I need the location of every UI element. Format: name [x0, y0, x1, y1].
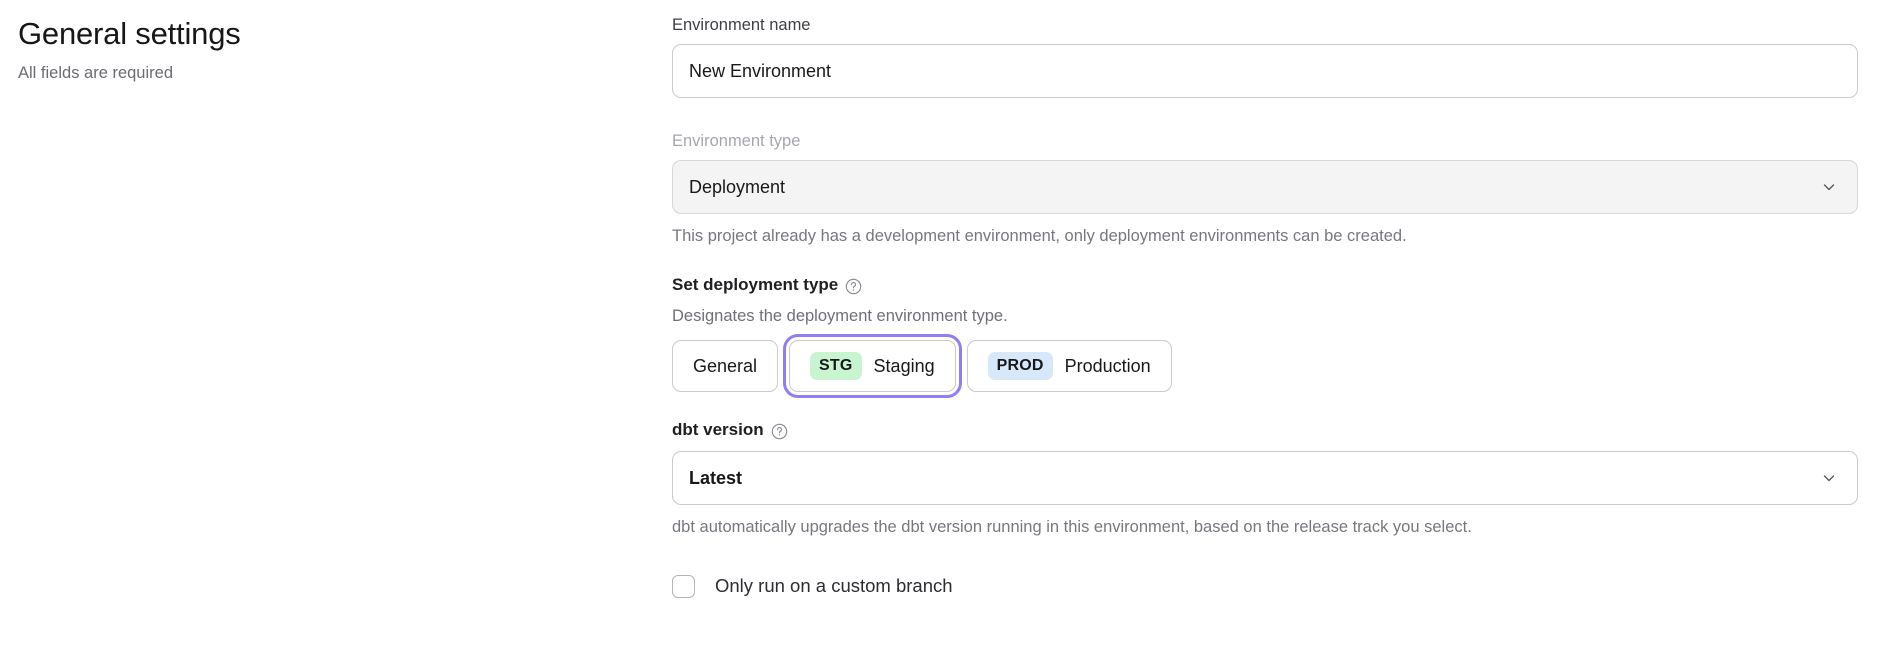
production-badge: PROD [987, 352, 1053, 380]
custom-branch-label[interactable]: Only run on a custom branch [715, 575, 953, 596]
deployment-type-label-row: Set deployment type [672, 274, 1858, 296]
environment-type-label: Environment type [672, 132, 801, 150]
environment-type-hint: This project already has a development e… [672, 227, 1407, 245]
chevron-down-icon [1821, 179, 1837, 195]
deployment-type-option-general-label: General [693, 356, 758, 376]
dbt-version-label-row: dbt version [672, 419, 1858, 441]
environment-type-select[interactable]: Deployment [672, 160, 1858, 214]
help-circle-icon[interactable] [845, 278, 862, 295]
deployment-type-option-production[interactable]: PROD Production [966, 340, 1172, 392]
spacer [672, 441, 1858, 451]
spacer [672, 392, 1858, 419]
environment-type-value: Deployment [689, 177, 786, 197]
spacer [672, 247, 1858, 274]
staging-badge: STG [810, 352, 862, 380]
deployment-type-option-general[interactable]: General [672, 340, 779, 392]
environment-name-label: Environment name [672, 16, 811, 34]
deployment-type-label: Set deployment type [672, 275, 839, 294]
deployment-type-option-group: General STG Staging PROD Production [672, 334, 1858, 398]
deployment-type-option-staging[interactable]: STG Staging [783, 334, 962, 398]
custom-branch-checkbox[interactable] [672, 574, 695, 598]
help-circle-icon[interactable] [771, 423, 788, 440]
dbt-version-label: dbt version [672, 420, 764, 439]
field-environment-name: Environment name New Environment [672, 14, 1858, 98]
page-subtitle: All fields are required [18, 64, 173, 82]
chevron-down-icon [1821, 470, 1837, 486]
dbt-version-select[interactable]: Latest [672, 451, 1858, 505]
spacer [672, 98, 1858, 130]
field-deployment-type: Set deployment type Designates the deplo… [672, 274, 1858, 398]
deployment-type-description: Designates the deployment environment ty… [672, 307, 1008, 325]
deployment-type-option-production-label: Production [1064, 356, 1151, 376]
dbt-version-hint: dbt automatically upgrades the dbt versi… [672, 518, 1472, 536]
field-environment-type: Environment type Deployment This project… [672, 130, 1858, 247]
dbt-version-value: Latest [689, 468, 743, 488]
deployment-type-option-staging-label: Staging [873, 356, 935, 376]
field-dbt-version: dbt version Latest dbt aut [672, 419, 1858, 538]
settings-header: General settings All fields are required [18, 14, 618, 84]
field-custom-branch: Only run on a custom branch [672, 574, 1858, 598]
page-title: General settings [18, 16, 241, 51]
environment-name-value: New Environment [689, 61, 832, 81]
environment-name-input[interactable]: New Environment [672, 44, 1858, 98]
settings-form: Environment name New Environment Environ… [672, 14, 1858, 598]
